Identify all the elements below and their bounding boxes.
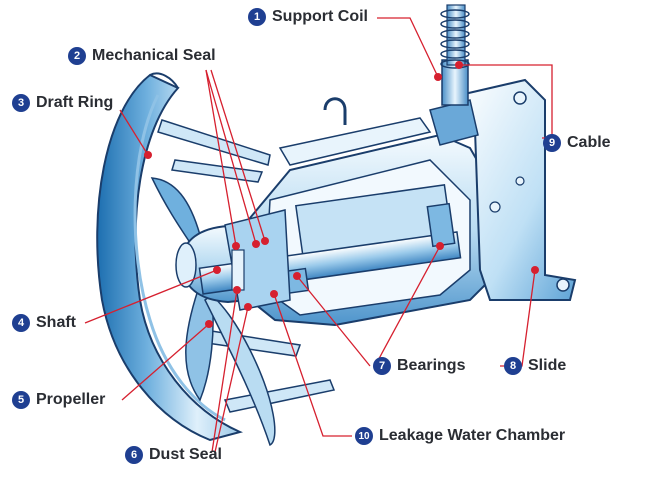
label-text: Support Coil xyxy=(272,8,368,25)
label-text: Slide xyxy=(528,357,567,374)
label-text: Dust Seal xyxy=(149,446,222,463)
slide-plate xyxy=(458,78,577,301)
label-text: Propeller xyxy=(36,391,106,408)
badge-10: 10 xyxy=(355,427,373,445)
badge-3: 3 xyxy=(12,94,30,112)
propeller xyxy=(150,177,276,447)
badge-4: 4 xyxy=(12,314,30,332)
badge-5: 5 xyxy=(12,391,30,409)
label-draft-ring: 3 Draft Ring xyxy=(12,94,113,112)
motor-housing xyxy=(198,97,507,327)
label-support-coil: 1 Support Coil xyxy=(248,8,368,26)
badge-2: 2 xyxy=(68,47,86,65)
label-bearings: 7 Bearings xyxy=(373,357,465,375)
label-text: Leakage Water Chamber xyxy=(379,427,566,444)
leader-dots xyxy=(144,61,539,328)
label-text: Cable xyxy=(567,134,611,151)
badge-9: 9 xyxy=(543,134,561,152)
draft-ring xyxy=(96,72,244,442)
label-dust-seal: 6 Dust Seal xyxy=(125,446,222,464)
label-text: Draft Ring xyxy=(36,94,114,111)
badge-7: 7 xyxy=(373,357,391,375)
label-text: Mechanical Seal xyxy=(92,47,216,64)
label-cable: 9 Cable xyxy=(543,134,611,152)
label-slide: 8 Slide xyxy=(504,357,566,375)
badge-8: 8 xyxy=(504,357,522,375)
label-shaft: 4 Shaft xyxy=(12,314,76,332)
label-propeller: 5 Propeller xyxy=(12,391,105,409)
badge-1: 1 xyxy=(248,8,266,26)
label-leakage-water-chamber: 10 Leakage Water Chamber xyxy=(355,427,565,445)
label-mechanical-seal: 2 Mechanical Seal xyxy=(68,47,216,65)
badge-6: 6 xyxy=(125,446,143,464)
label-text: Shaft xyxy=(36,314,76,331)
support-coil xyxy=(440,9,470,69)
label-text: Bearings xyxy=(397,357,466,374)
cable-and-coil xyxy=(429,4,479,146)
